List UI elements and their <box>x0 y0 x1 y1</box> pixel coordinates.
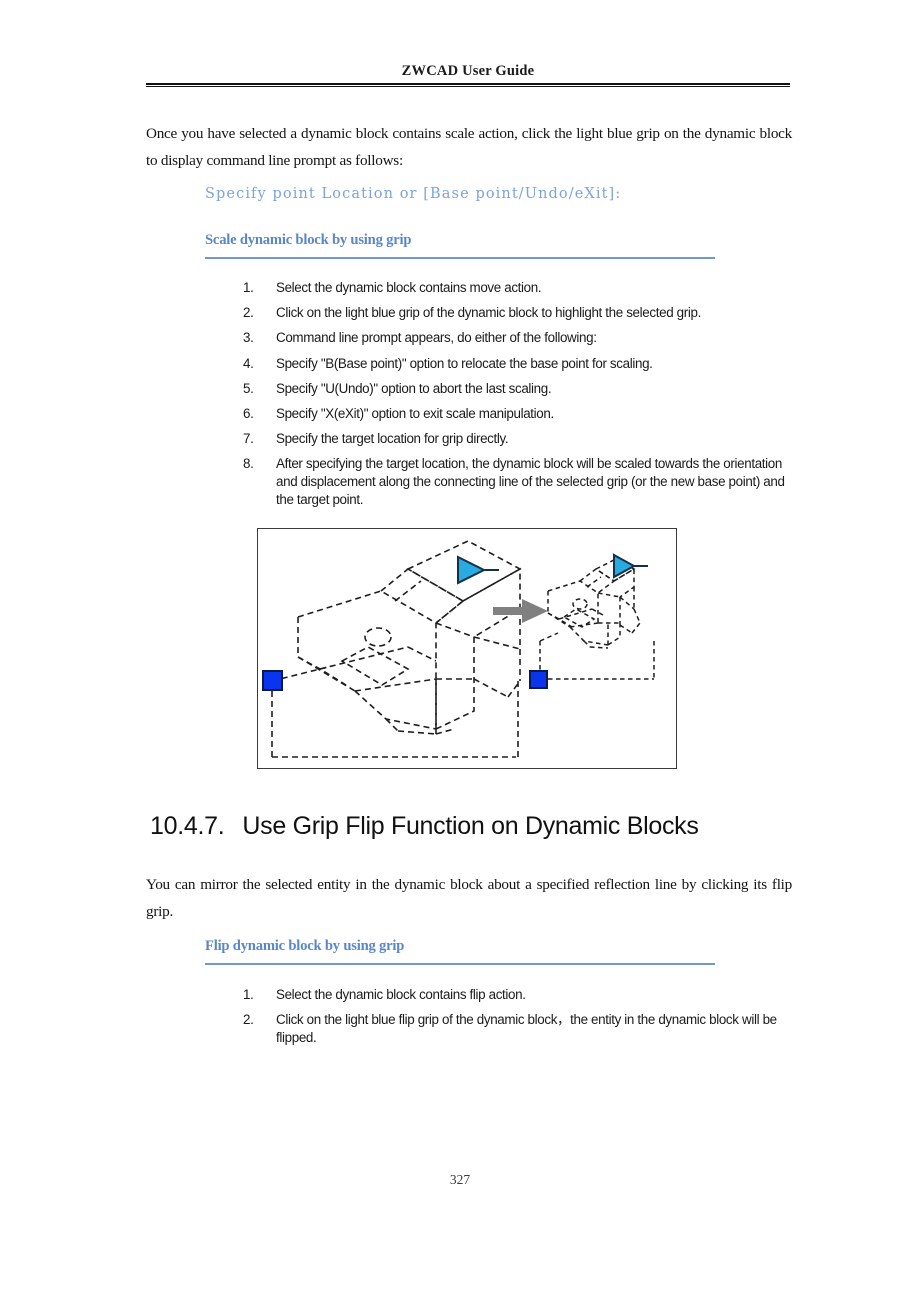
list-item-number: 7. <box>243 431 254 447</box>
flip-steps-list: 1. Select the dynamic block contains flip… <box>243 986 803 1054</box>
list-item: 1. Select the dynamic block contains move… <box>243 279 803 297</box>
triangle-grip-icon <box>457 555 499 585</box>
section-heading: 10.4.7. Use Grip Flip Function on Dynamic… <box>150 812 699 841</box>
list-item-number: 1. <box>243 280 254 295</box>
list-item-text: Select the dynamic block contains move a… <box>276 280 542 295</box>
list-item-number: 8. <box>243 456 254 472</box>
list-item: 4. Specify "B(Base point)" option to relo… <box>243 355 803 373</box>
list-item-text: Click on the light blue flip grip of the… <box>276 1012 777 1045</box>
list-item-text: Specify "X(eXit)" option to exit scale m… <box>276 405 554 421</box>
scale-subheading-block: Scale dynamic block by using grip <box>205 231 715 259</box>
header-rule-thin <box>146 86 790 87</box>
list-item: 6. Specify "X(eXit)" option to exit scale… <box>243 405 803 423</box>
list-item: 8. After specifying the target location, … <box>243 455 803 508</box>
list-item-number: 1. <box>243 987 254 1002</box>
scale-dynamic-block-figure <box>257 528 677 769</box>
scale-steps-list: 1. Select the dynamic block contains move… <box>243 279 803 516</box>
scale-subheading: Scale dynamic block by using grip <box>205 232 412 248</box>
flip-subheading-block: Flip dynamic block by using grip <box>205 937 715 965</box>
list-item-text: After specifying the target location, th… <box>276 456 785 507</box>
list-item-number: 6. <box>243 405 254 421</box>
flip-intro-paragraph: You can mirror the selected entity in th… <box>146 876 792 920</box>
list-item-number: 3. <box>243 330 254 346</box>
figure-svg <box>262 540 655 758</box>
base-point-grip-square-small <box>529 670 548 689</box>
list-item-number: 2. <box>243 305 254 321</box>
triangle-grip-icon-small <box>613 553 648 579</box>
page-number: 327 <box>449 1172 471 1187</box>
list-item: 2. Click on the light blue flip grip of t… <box>243 1011 803 1046</box>
list-item: 3. Command line prompt appears, do either… <box>243 329 803 347</box>
list-item-number: 5. <box>243 380 254 396</box>
list-item-number: 4. <box>243 355 254 371</box>
base-point-grip-square <box>262 670 283 691</box>
list-item-text: Select the dynamic block contains flip a… <box>276 987 526 1002</box>
list-item-number: 2. <box>243 1012 254 1028</box>
flip-subheading-rule <box>205 963 715 965</box>
large-block-dashed-geometry <box>271 540 522 758</box>
list-item-text: Specify "U(Undo)" option to abort the la… <box>276 380 552 396</box>
list-item: 7. Specify the target location for grip d… <box>243 430 803 448</box>
list-item-text: Specify the target location for grip dir… <box>276 431 509 447</box>
transform-arrow-icon <box>493 599 548 623</box>
list-item: 5. Specify "U(Undo)" option to abort the … <box>243 380 803 398</box>
command-line-prompt: Specify point Location or [Base point/Un… <box>205 186 622 202</box>
flip-subheading: Flip dynamic block by using grip <box>205 938 405 954</box>
scale-subheading-rule <box>205 257 715 259</box>
list-item-text: Click on the light blue grip of the dyna… <box>276 305 701 321</box>
page-header: ZWCAD User Guide <box>146 62 790 87</box>
list-item-text: Command line prompt appears, do either o… <box>276 330 597 346</box>
header-rule-thick <box>146 83 790 85</box>
intro-paragraph: Once you have selected a dynamic block c… <box>146 125 792 169</box>
list-item: 2. Click on the light blue grip of the dy… <box>243 304 803 322</box>
section-title: Use Grip Flip Function on Dynamic Blocks <box>242 812 699 840</box>
small-block-dashed-geometry <box>539 558 655 680</box>
list-item-text: Specify "B(Base point)" option to reloca… <box>276 355 653 371</box>
header-title: ZWCAD User Guide <box>401 63 535 79</box>
section-number: 10.4.7. <box>150 812 225 840</box>
list-item: 1. Select the dynamic block contains flip… <box>243 986 803 1004</box>
